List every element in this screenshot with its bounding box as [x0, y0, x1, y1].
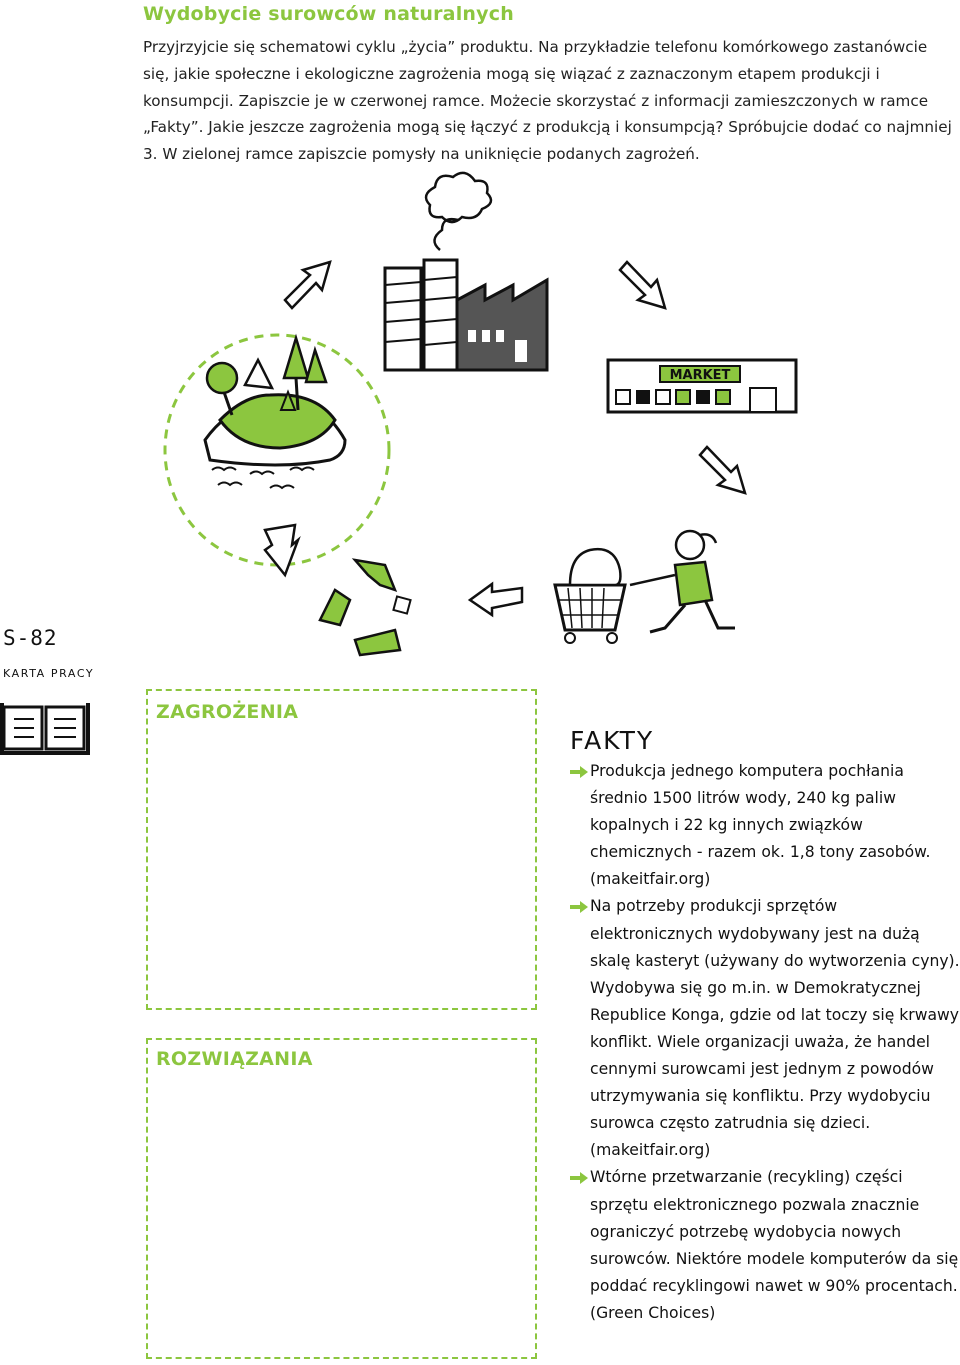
- life-cycle-illustration: MARKET: [163, 171, 798, 657]
- shopper-icon: [553, 529, 735, 644]
- market-sign-text: MARKET: [670, 368, 731, 383]
- fact-item: Wtórne przetwarzanie (recykling) części …: [570, 1164, 960, 1327]
- threats-box[interactable]: ZAGROŻENIA: [146, 689, 537, 1010]
- worksheet-label: KARTA PRACY: [3, 667, 95, 680]
- nature-island-icon: [203, 333, 347, 490]
- intro-paragraph: Przyjrzyjcie się schematowi cyklu „życia…: [143, 38, 952, 164]
- arrow-bullet-icon: [570, 1172, 588, 1185]
- fact-item: Na potrzeby produkcji sprzętów elektroni…: [570, 893, 960, 1164]
- facts-list: Produkcja jednego komputera pochłania śr…: [570, 758, 960, 1327]
- arrow-bullet-icon: [570, 766, 588, 778]
- fact-item: Produkcja jednego komputera pochłania śr…: [570, 758, 960, 893]
- facts-title: FAKTY: [570, 726, 655, 755]
- recycling-icon: [318, 558, 412, 657]
- solutions-label: ROZWIĄZANIA: [156, 1048, 313, 1070]
- factory-icon: [383, 171, 549, 372]
- threats-label: ZAGROŻENIA: [156, 701, 299, 723]
- page-title: Wydobycie surowców naturalnych: [143, 3, 514, 25]
- fact-text: Na potrzeby produkcji sprzętów elektroni…: [590, 897, 960, 1160]
- arrow-bullet-icon: [570, 901, 588, 914]
- fact-text: Wtórne przetwarzanie (recykling) części …: [590, 1168, 959, 1322]
- solutions-box[interactable]: ROZWIĄZANIA: [146, 1038, 537, 1359]
- fact-text: Produkcja jednego komputera pochłania śr…: [590, 762, 931, 889]
- arrow-icon: [263, 260, 747, 618]
- worksheet-code: S-82: [3, 626, 58, 650]
- market-icon: MARKET: [606, 358, 798, 414]
- book-icon: [0, 703, 90, 755]
